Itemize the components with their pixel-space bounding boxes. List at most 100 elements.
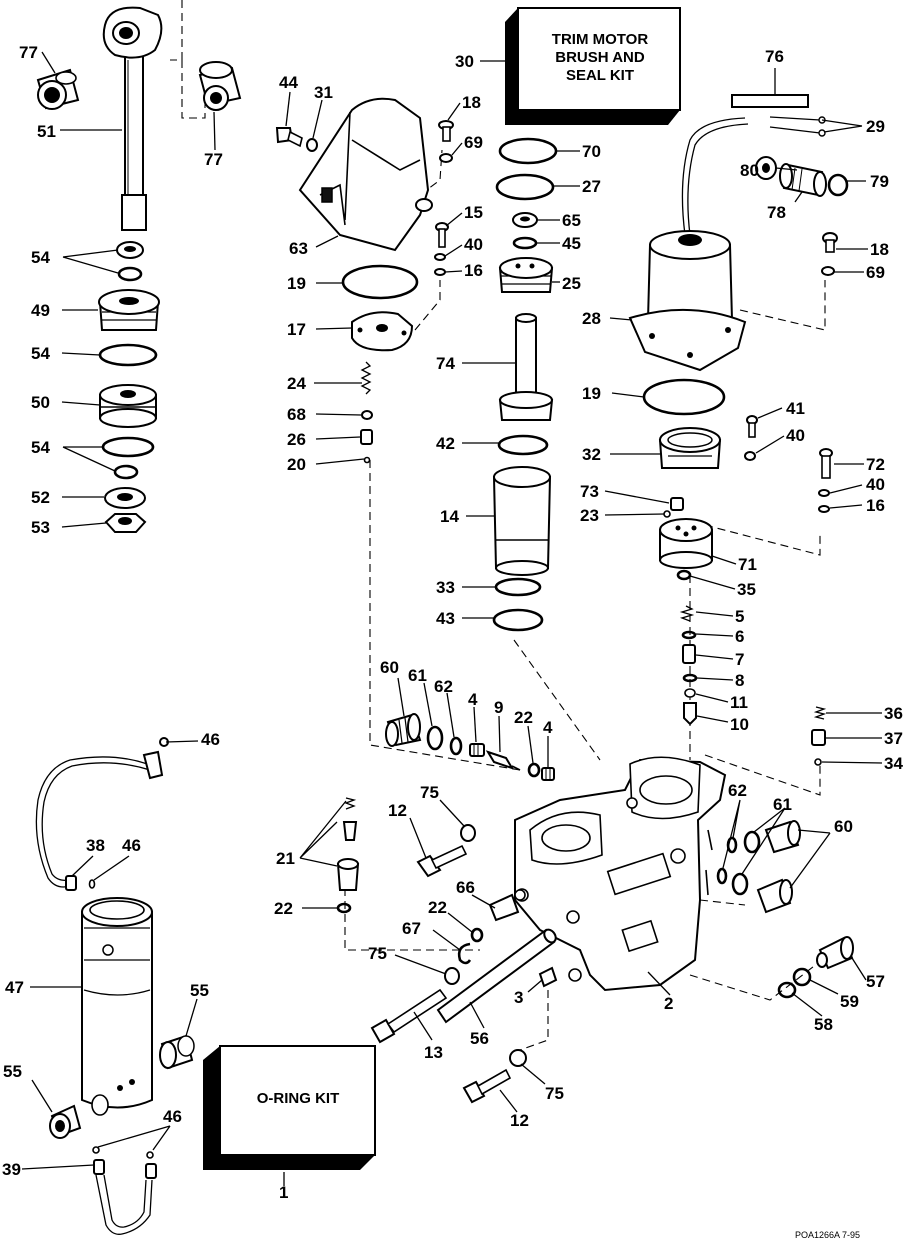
callout-2: 2 xyxy=(664,994,673,1013)
bushing-part-77-left xyxy=(36,68,80,110)
bushing-part-77-right xyxy=(198,61,242,111)
callout-54: 54 xyxy=(31,344,50,363)
bolt-part-12-upper xyxy=(416,844,468,878)
callout-59: 59 xyxy=(840,992,859,1011)
callout-74: 74 xyxy=(436,354,455,373)
callout-19: 19 xyxy=(287,274,306,293)
callout-8: 8 xyxy=(735,671,744,690)
pump-part-71 xyxy=(659,518,713,569)
washer-part-75-lower xyxy=(509,1049,527,1067)
o-ring-part-61-right-a xyxy=(743,830,761,854)
plate-part-17 xyxy=(351,311,414,352)
bushing-part-55-left xyxy=(49,1104,82,1139)
callout-40: 40 xyxy=(786,426,805,445)
o-ring-kit-box: O-RING KIT xyxy=(203,1045,376,1170)
o-ring-part-46-left xyxy=(92,1146,100,1154)
callout-19: 19 xyxy=(582,384,601,403)
o-ring-part-62-left xyxy=(449,736,463,756)
callout-60: 60 xyxy=(380,658,399,677)
callout-34: 34 xyxy=(884,754,903,773)
callout-22: 22 xyxy=(428,898,447,917)
seat-part-26 xyxy=(360,429,373,445)
callout-57: 57 xyxy=(866,972,885,991)
spring-part-5 xyxy=(679,605,695,622)
callout-25: 25 xyxy=(562,274,581,293)
callout-65: 65 xyxy=(562,211,581,230)
valve-part-7 xyxy=(682,644,696,664)
callout-24: 24 xyxy=(287,374,306,393)
callout-55: 55 xyxy=(3,1062,22,1081)
ball-part-20 xyxy=(363,456,371,464)
callout-52: 52 xyxy=(31,488,50,507)
callout-29: 29 xyxy=(866,117,885,136)
callout-32: 32 xyxy=(582,445,601,464)
o-ring-part-62-right-a xyxy=(726,836,738,854)
washer-part-40-far-right xyxy=(818,489,830,497)
callout-75: 75 xyxy=(420,783,439,802)
callout-51: 51 xyxy=(37,122,56,141)
callout-45: 45 xyxy=(562,234,581,253)
callout-80: 80 xyxy=(740,161,759,180)
callout-27: 27 xyxy=(582,177,601,196)
callout-41: 41 xyxy=(786,399,805,418)
washer-part-69-right xyxy=(821,266,835,276)
plug-part-37 xyxy=(811,729,826,746)
screw-part-18-top xyxy=(438,120,454,142)
ring-part-42 xyxy=(497,434,549,456)
valve-part-9 xyxy=(485,750,521,771)
callout-22: 22 xyxy=(514,708,533,727)
callout-28: 28 xyxy=(582,309,601,328)
washer-part-75-middle xyxy=(444,967,460,985)
brush-part-76 xyxy=(731,94,809,108)
o-ring-part-59 xyxy=(792,967,812,987)
screw-part-15 xyxy=(435,222,449,248)
callout-11: 11 xyxy=(730,693,748,712)
callout-63: 63 xyxy=(289,239,308,258)
bolt-part-12-lower xyxy=(462,1068,512,1104)
callout-54: 54 xyxy=(31,248,50,267)
piston-part-50 xyxy=(99,384,157,428)
callout-78: 78 xyxy=(767,203,786,222)
callout-44: 44 xyxy=(279,73,298,92)
callout-38: 38 xyxy=(86,836,105,855)
trim-motor-kit-box: TRIM MOTOR BRUSH AND SEAL KIT xyxy=(505,7,681,125)
grommet-part-80 xyxy=(755,156,777,180)
callout-40: 40 xyxy=(866,475,885,494)
o-ring-part-8 xyxy=(682,673,698,683)
ball-part-11 xyxy=(684,688,696,698)
o-ring-part-45 xyxy=(512,236,538,250)
callout-75: 75 xyxy=(368,944,387,963)
o-ring-part-62-right-b xyxy=(716,867,728,885)
hose-part-39 xyxy=(93,1159,157,1235)
callout-61: 61 xyxy=(408,666,427,685)
nut-part-53 xyxy=(104,513,147,533)
o-ring-part-22-mid xyxy=(527,762,541,778)
o-ring-part-33 xyxy=(494,577,542,597)
o-ring-part-19-left xyxy=(341,264,419,300)
callout-22: 22 xyxy=(274,899,293,918)
callout-30: 30 xyxy=(455,52,474,71)
washer-part-16-right xyxy=(818,505,830,513)
o-ring-part-43 xyxy=(492,608,544,632)
o-ring-part-35 xyxy=(676,569,692,581)
piston-rod-part-74 xyxy=(498,313,554,421)
callout-6: 6 xyxy=(735,627,744,646)
washer-part-75-upper xyxy=(460,824,476,842)
callout-7: 7 xyxy=(735,650,744,669)
callout-73: 73 xyxy=(580,482,599,501)
fittings-part-21 xyxy=(336,797,360,891)
callout-35: 35 xyxy=(737,580,756,599)
spring-part-4-right xyxy=(541,767,555,781)
callout-1: 1 xyxy=(279,1183,288,1202)
ball-part-23 xyxy=(663,510,671,518)
o-ring-part-46-right xyxy=(146,1151,154,1159)
callout-9: 9 xyxy=(494,698,503,717)
screw-part-41 xyxy=(746,415,758,438)
callout-31: 31 xyxy=(314,83,333,102)
screw-part-72 xyxy=(819,448,833,479)
callout-62: 62 xyxy=(434,677,453,696)
callout-labels: 77 51 77 54 49 54 50 54 52 53 44 31 18 6… xyxy=(2,43,903,1202)
washer-part-69-top xyxy=(439,153,453,163)
callout-16: 16 xyxy=(866,496,885,515)
pump-housing-part-2 xyxy=(514,756,727,992)
